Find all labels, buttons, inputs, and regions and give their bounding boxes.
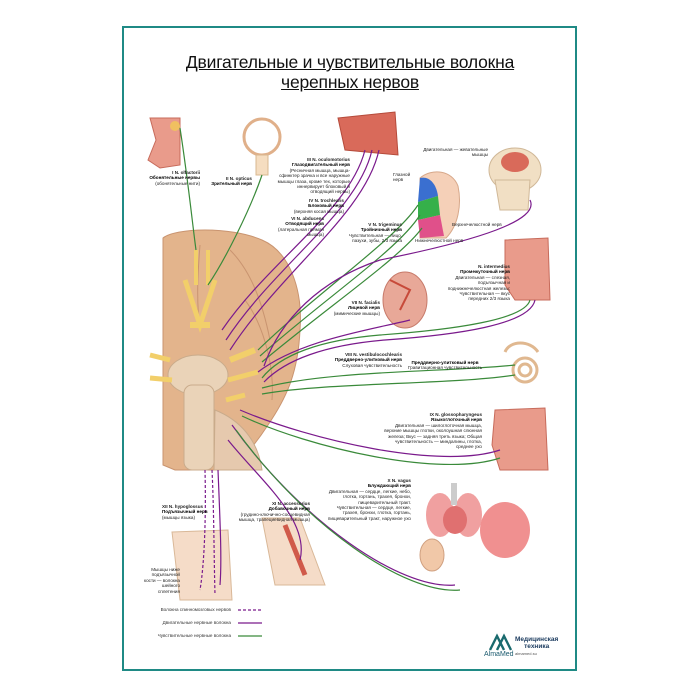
logo-line1: Медицинская	[515, 636, 559, 643]
skull-illustration	[488, 147, 542, 211]
trigeminal-sensory-fiber-2	[259, 214, 421, 357]
logo-brand: AlmaMed	[484, 651, 514, 658]
accessory-fiber	[227, 439, 302, 561]
vestibulocochlear-fiber-1	[261, 364, 516, 389]
legend-motor: Двигательные нервные волокна	[162, 620, 231, 625]
olfactory-fiber	[179, 127, 197, 251]
oculomotor-fiber	[221, 149, 366, 331]
label-ophthalmic-branch: Глазной нерв	[393, 172, 411, 183]
spinal-fiber-2	[211, 469, 216, 596]
facial-muscles-illustration	[382, 271, 428, 329]
almamed-logo-icon	[488, 633, 513, 651]
legend-spinal: Волокна спинномозговых нервов	[160, 607, 231, 612]
eye-illustration	[242, 117, 282, 176]
label-neck-plexus-note: Мышцы ниже подъязычной кости — волокна ш…	[144, 567, 180, 594]
trigeminal-sensory-fiber-1	[257, 204, 419, 351]
glossopharyngeal-sensory-fiber	[241, 415, 501, 466]
orbit-muscles-illustration	[337, 111, 399, 156]
trigeminal-sensory-fiber-3	[261, 227, 423, 363]
vestibulocochlear-fiber-2	[261, 374, 516, 395]
logo-text: Медицинская техника almamed.su	[515, 636, 558, 657]
logo-site: almamed.su	[515, 651, 537, 656]
logo-line2: техника	[524, 643, 550, 650]
intermedius-motor-fiber	[263, 299, 536, 383]
head-section-illustration	[504, 237, 551, 301]
trigeminal-head-illustration	[418, 171, 460, 239]
brain-illustration	[149, 229, 301, 471]
inner-ear-illustration	[503, 341, 540, 384]
label-mandibular-branch: Нижнечелюстной нерв	[415, 238, 464, 243]
tongue-illustration	[171, 529, 233, 601]
legend-sensory: Чувствительные нервные волокна	[157, 633, 231, 638]
intermedius-sensory-fiber	[261, 299, 531, 379]
label-maxillary-branch: Верхнечелюстной нерв	[452, 222, 502, 227]
label-masticatory-motor: Двигательная — жевательные мышцы	[423, 147, 488, 158]
poster-title-line2: черепных нервов	[281, 72, 419, 92]
hypoglossal-fiber	[217, 469, 222, 586]
poster-title-line1: Двигательные и чувствительные волокна	[185, 52, 515, 72]
trochlear-fiber	[225, 149, 373, 341]
pharynx-head-illustration	[491, 407, 549, 471]
trigeminal-motor-fiber	[263, 199, 532, 367]
vagus-organs-illustration	[419, 483, 530, 572]
nerve-fibers	[179, 127, 536, 596]
optic-fiber	[207, 174, 263, 286]
nose-illustration	[147, 117, 181, 169]
facial-fiber	[257, 319, 411, 373]
glossopharyngeal-motor-fiber	[239, 409, 501, 458]
abducens-fiber	[229, 149, 380, 351]
vagus-sensory-fiber	[235, 429, 461, 591]
